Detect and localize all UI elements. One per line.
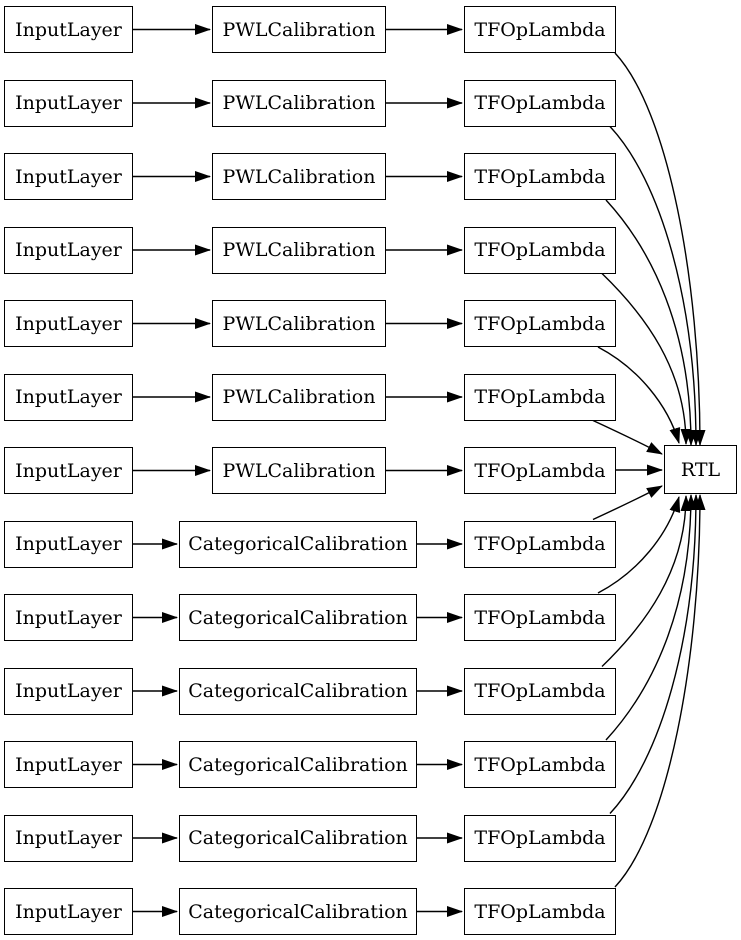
node-tfop-lambda-9: TFOpLambda <box>464 594 616 641</box>
node-tfop-lambda-2: TFOpLambda <box>464 79 616 127</box>
edge-lambda-to-rtl-1 <box>614 52 706 446</box>
edge-lambda-to-rtl-11 <box>605 494 697 741</box>
node-calibration-7: PWLCalibration <box>212 447 386 494</box>
edge-lambda-to-rtl-4 <box>601 272 692 445</box>
node-input-layer-11: InputLayer <box>4 741 133 788</box>
node-calibration-6: PWLCalibration <box>212 373 386 421</box>
node-tfop-lambda-10: TFOpLambda <box>464 667 616 715</box>
node-tfop-lambda-7: TFOpLambda <box>464 447 616 494</box>
node-input-layer-6: InputLayer <box>4 373 133 421</box>
node-calibration-5: PWLCalibration <box>212 300 386 347</box>
node-input-layer-8: InputLayer <box>4 520 133 568</box>
node-calibration-2: PWLCalibration <box>212 79 386 127</box>
node-input-layer-13: InputLayer <box>4 888 133 935</box>
node-calibration-11: CategoricalCalibration <box>179 741 417 788</box>
node-calibration-8: CategoricalCalibration <box>179 520 417 568</box>
node-input-layer-7: InputLayer <box>4 447 133 494</box>
node-tfop-lambda-6: TFOpLambda <box>464 373 616 421</box>
edge-lambda-to-rtl-3 <box>605 199 697 446</box>
edge-lambda-to-rtl-8 <box>592 485 663 521</box>
edge-lambda-to-rtl-5 <box>597 346 681 444</box>
node-calibration-4: PWLCalibration <box>212 226 386 274</box>
node-input-layer-12: InputLayer <box>4 814 133 862</box>
node-calibration-13: CategoricalCalibration <box>179 888 417 935</box>
node-calibration-1: PWLCalibration <box>212 6 386 53</box>
node-calibration-3: PWLCalibration <box>212 153 386 200</box>
node-calibration-9: CategoricalCalibration <box>179 594 417 641</box>
node-tfop-lambda-1: TFOpLambda <box>464 6 616 53</box>
node-calibration-10: CategoricalCalibration <box>179 667 417 715</box>
node-tfop-lambda-3: TFOpLambda <box>464 153 616 200</box>
node-rtl: RTL <box>664 445 737 494</box>
node-tfop-lambda-5: TFOpLambda <box>464 300 616 347</box>
node-tfop-lambda-12: TFOpLambda <box>464 814 616 862</box>
node-tfop-lambda-13: TFOpLambda <box>464 888 616 935</box>
node-input-layer-3: InputLayer <box>4 153 133 200</box>
edge-lambda-to-rtl-9 <box>597 496 681 594</box>
node-input-layer-10: InputLayer <box>4 667 133 715</box>
edge-lambda-to-rtl-2 <box>609 126 702 446</box>
node-calibration-12: CategoricalCalibration <box>179 814 417 862</box>
node-tfop-lambda-11: TFOpLambda <box>464 741 616 788</box>
node-input-layer-5: InputLayer <box>4 300 133 347</box>
node-tfop-lambda-4: TFOpLambda <box>464 226 616 274</box>
node-input-layer-9: InputLayer <box>4 594 133 641</box>
node-input-layer-2: InputLayer <box>4 79 133 127</box>
edge-lambda-to-rtl-12 <box>609 494 702 814</box>
node-input-layer-4: InputLayer <box>4 226 133 274</box>
node-tfop-lambda-8: TFOpLambda <box>464 520 616 568</box>
node-input-layer-1: InputLayer <box>4 6 133 53</box>
edge-lambda-to-rtl-10 <box>601 495 692 668</box>
edge-lambda-to-rtl-13 <box>614 494 706 888</box>
edge-lambda-to-rtl-6 <box>592 419 663 455</box>
